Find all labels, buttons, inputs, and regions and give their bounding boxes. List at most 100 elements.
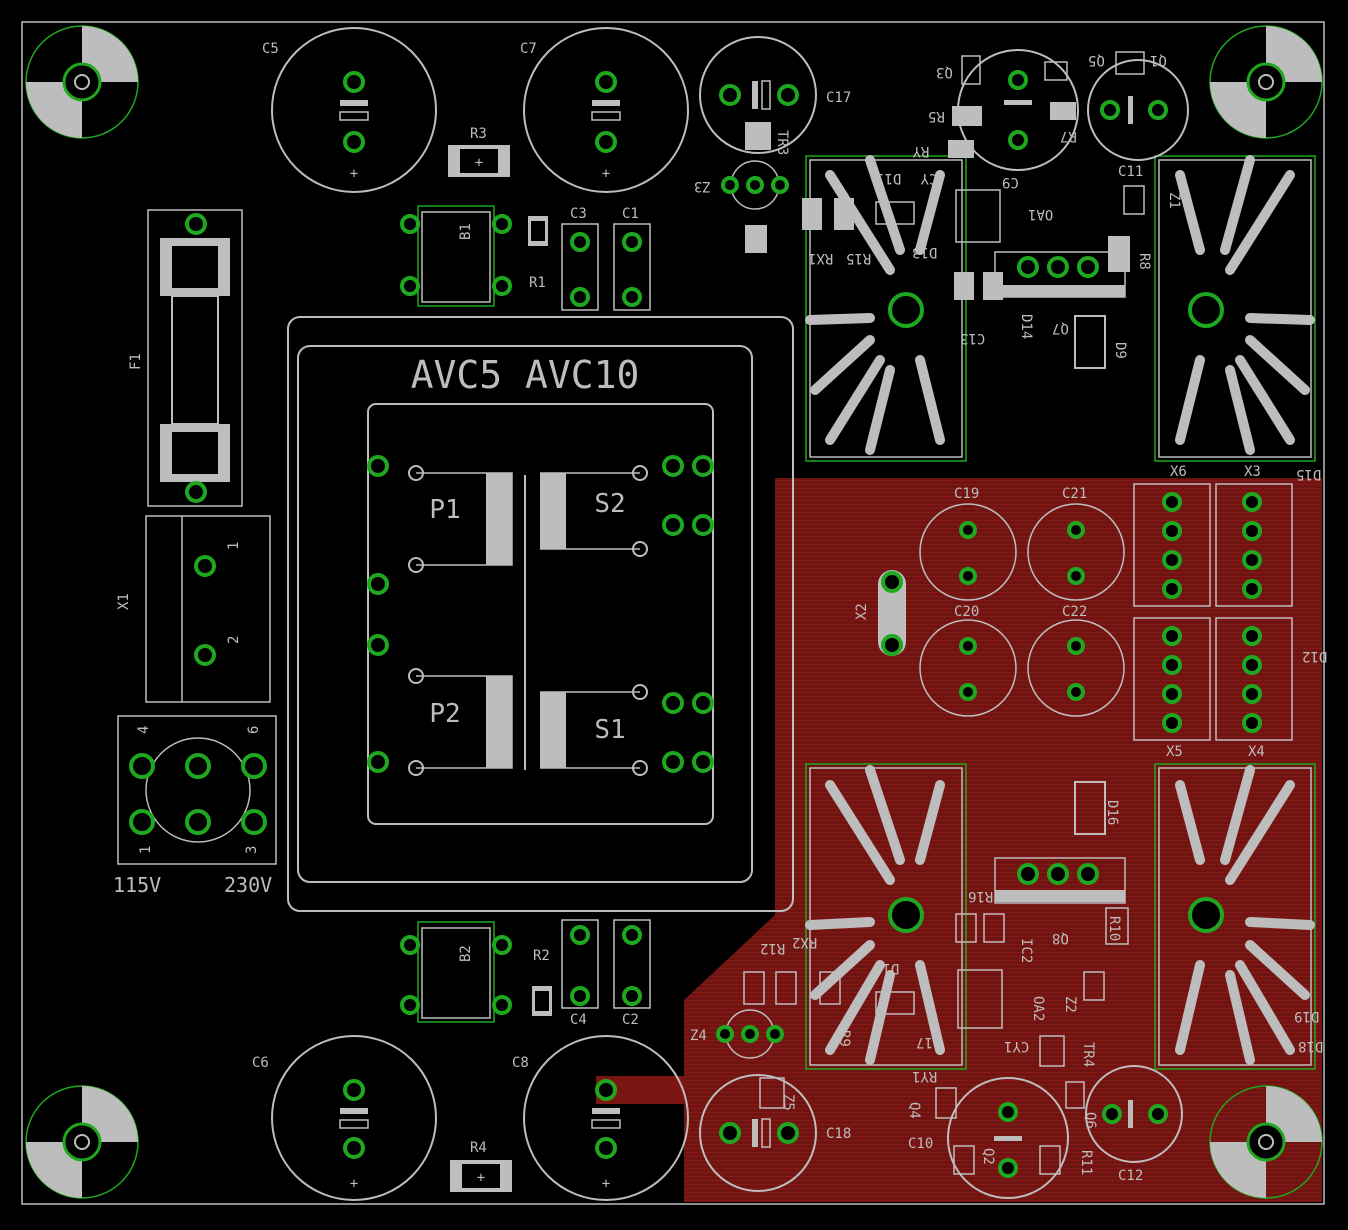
zener-z3: Z3 [694,160,789,210]
label-switch-pin4: 4 [136,726,152,734]
capacitor-c9: C9 [957,49,1079,190]
label-x2: X2 [854,603,870,620]
label-switch-pin1: 1 [138,846,154,854]
label-c3: C3 [570,206,587,222]
winding-s1: S1 [594,715,625,745]
heatsink-top-right [1154,155,1316,462]
svg-text:+: + [602,1176,610,1192]
label-d9: D9 [1112,342,1128,359]
svg-text:+: + [475,155,483,171]
capacitor-c22: C22 [1027,604,1125,717]
label-x5: X5 [1166,744,1183,760]
label-ry1: RY1 [912,1068,937,1084]
label-switch-pin6: 6 [246,726,262,734]
mounting-hole-bl [25,1085,139,1199]
capacitor-c2: C2 [613,919,651,1028]
label-c22: C22 [1062,604,1087,620]
svg-text:+: + [602,166,610,182]
transformer: AVC5 AVC10 P1 S2 P2 S1 [287,316,794,912]
capacitor-c17: C17 [699,36,851,154]
capacitor-c20: C20 [919,604,1017,717]
label-c16: TR4 [1080,1042,1096,1067]
label-c17: C17 [826,90,851,106]
label-d10: D10 [874,960,899,976]
label-ry: RY [912,143,929,159]
label-z3: Z3 [694,178,711,194]
label-ic1: IC1 [752,227,768,252]
capacitor-c5: + C5 [262,27,437,193]
label-c20: C20 [954,604,979,620]
winding-p1: P1 [429,495,460,525]
label-cy: CY [920,170,937,186]
label-d13: D13 [912,244,937,260]
capacitor-c19: C19 [919,486,1017,601]
label-x1-pin1: 1 [226,542,242,550]
label-c8: C8 [512,1055,529,1071]
label-c6: C6 [252,1055,269,1071]
label-z2: Z2 [1062,996,1078,1013]
capacitor-c21: C21 [1027,486,1125,601]
label-switch-pin3: 3 [244,846,260,854]
capacitor-c3: C3 [561,206,599,311]
label-q2: Q2 [980,1148,996,1165]
terminal-x3: X3 D15 [1215,464,1321,607]
resistor-r1: R1 [528,216,548,291]
svg-text:+: + [477,1170,485,1186]
jumper-x2: X2 [854,570,906,656]
connector-x1: X1 1 2 [116,515,271,703]
heatsink-bottom-left [805,763,967,1070]
label-rx1: RX1 [808,250,833,266]
label-r9: R9 [836,1030,852,1047]
label-c5: C5 [262,41,279,57]
label-q8: Q8 [1052,930,1069,946]
label-c12: C12 [1118,1168,1143,1184]
capacitor-c11: C11 [1087,59,1189,180]
resistor-r2: R2 [532,948,552,1016]
label-c9: C9 [1002,174,1019,190]
board-outline [21,21,1325,1205]
label-r4: R4 [470,1140,487,1156]
label-r1: R1 [529,275,546,291]
capacitor-c8: + C8 [512,1035,689,1201]
label-d19: D19 [1294,1008,1319,1024]
capacitor-c1: C1 [613,206,651,311]
label-r5: R5 [928,108,945,124]
capacitor-c10: C10 [908,1077,1069,1199]
label-d11: D11 [876,170,901,186]
capacitor-c6: + C6 [252,1035,437,1201]
label-q1: Q1 [1150,52,1167,68]
voltage-label-230v: 230V [224,873,272,897]
label-oa1: OA1 [1028,206,1053,222]
transistor-q8: Q8 [994,857,1126,946]
label-r17: D18 [1298,1038,1323,1054]
fuse-f1: F1 [128,209,243,507]
label-d17: D17 [916,1034,941,1050]
label-r3: R3 [470,126,487,142]
label-r12: R12 [760,940,785,956]
heatsink-bottom-right [1154,763,1316,1070]
label-b2: B2 [458,945,474,962]
small-parts-top: Q3 Q5 Q1 R5 R7 RY CY D11 D13 RX1 R15 C13… [745,51,1182,369]
label-q6: Q6 [1082,1112,1098,1129]
label-r15: R15 [846,250,871,266]
terminal-x5: X5 [1133,617,1211,760]
label-r13: Z5 [780,1094,796,1111]
winding-s2: S2 [594,489,625,519]
label-d14: D14 [1018,314,1034,339]
label-f1: F1 [128,353,144,370]
svg-text:+: + [350,166,358,182]
label-x1-pin2: 2 [226,636,242,644]
capacitor-c18: C18 [699,1074,851,1192]
capacitor-c4: C4 [561,919,599,1028]
heatsink-top-left [805,155,967,462]
label-c19: C19 [954,486,979,502]
label-q3: Q3 [936,64,953,80]
label-r11: R11 [1078,1150,1094,1175]
label-z1: Z1 [1166,192,1182,209]
label-c18: C18 [826,1126,851,1142]
label-c1: C1 [622,206,639,222]
small-parts-bottom: RX2 R12 D10 D17 RY1 CY1 R16 R9 OA2 Z2 IC… [743,781,1323,1175]
label-c10: C10 [908,1136,933,1152]
transistor-q7: Q7 [994,251,1126,336]
label-r8: R8 [1136,253,1152,270]
